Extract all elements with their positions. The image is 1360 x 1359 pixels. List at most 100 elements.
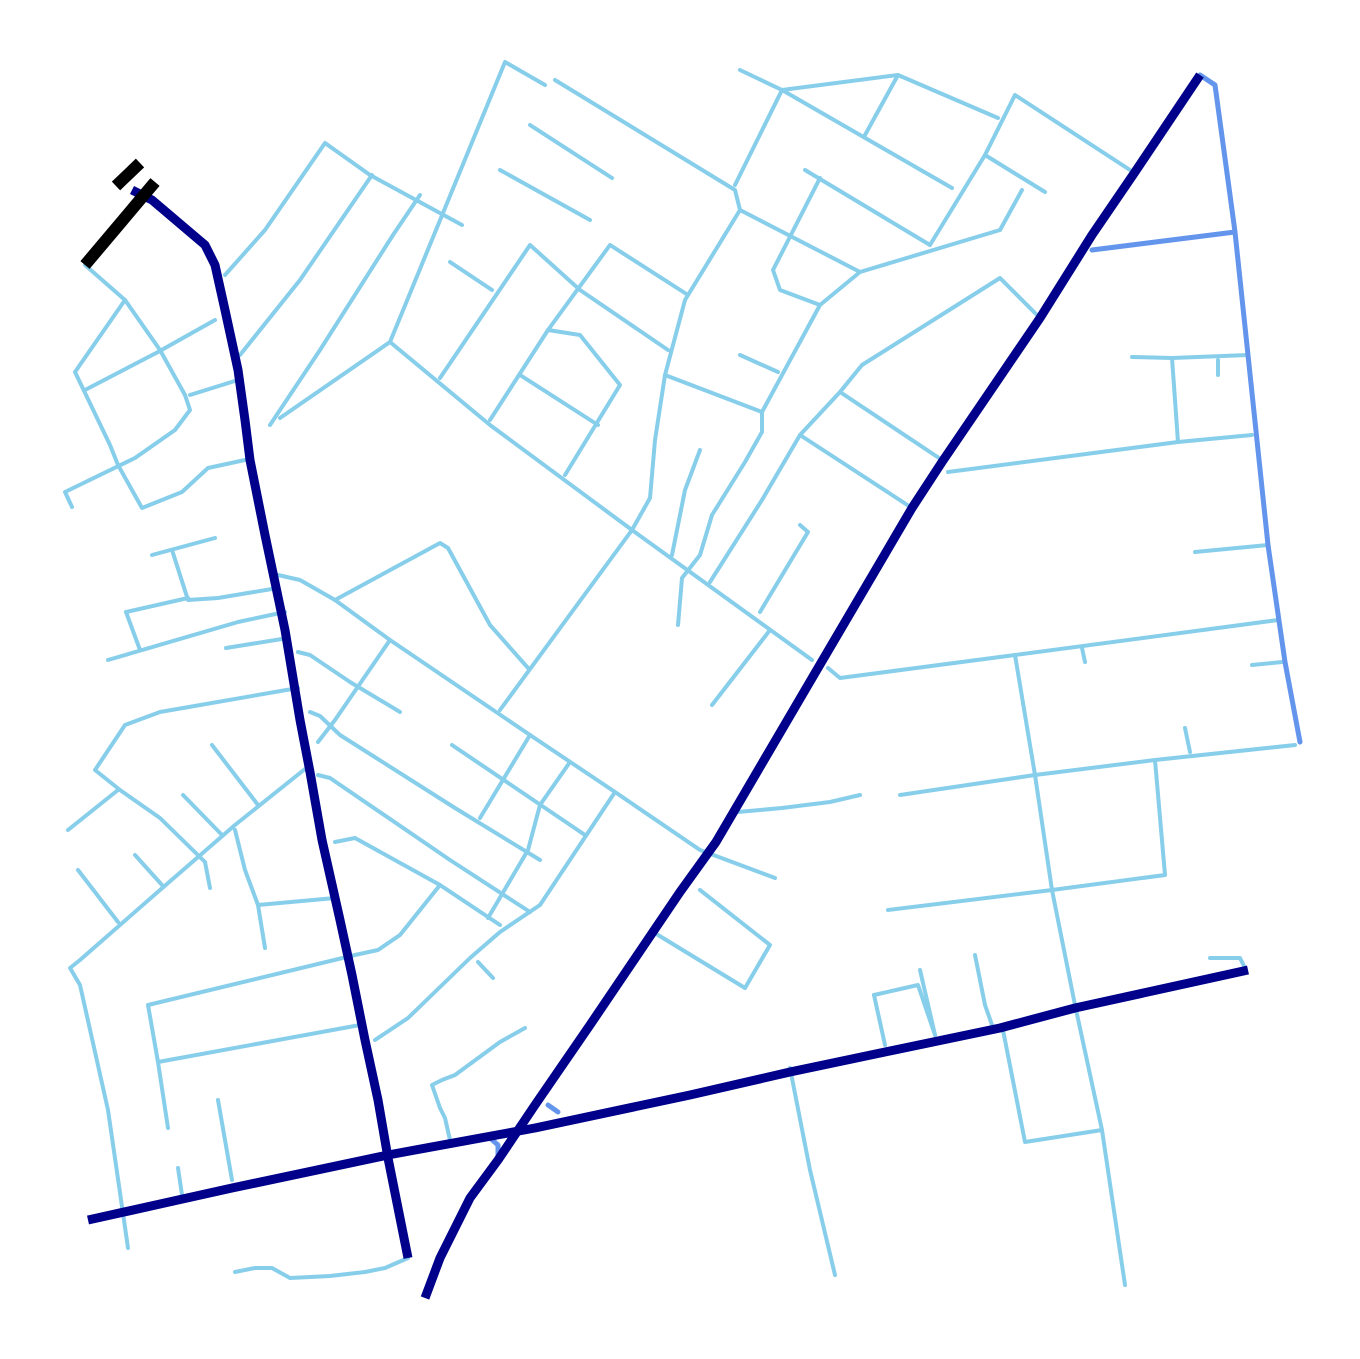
minor-road	[676, 270, 862, 627]
minor-road	[733, 88, 784, 187]
minor-road	[156, 1023, 362, 1064]
minor-road	[1000, 1023, 1104, 1144]
minor-road	[124, 596, 190, 614]
minor-road	[738, 353, 780, 374]
minor-road	[1208, 956, 1247, 970]
minor-road	[170, 548, 280, 602]
minor-road	[188, 378, 240, 397]
minor-road	[710, 628, 772, 707]
minor-road	[918, 968, 937, 1037]
minor-road	[316, 638, 392, 744]
minor-road	[898, 743, 1297, 797]
minor-road	[872, 993, 887, 1047]
major-road	[420, 72, 1204, 1300]
minor-road	[146, 883, 442, 1130]
minor-road	[106, 610, 287, 662]
minor-road	[546, 328, 622, 477]
minor-road	[656, 888, 772, 990]
minor-road	[448, 260, 494, 292]
minor-road	[333, 541, 530, 670]
major-roads	[87, 72, 1249, 1300]
minor-road	[736, 793, 862, 814]
major-road	[87, 965, 1249, 1225]
minor-road	[973, 953, 994, 1027]
minor-road	[758, 523, 810, 614]
minor-road	[670, 448, 702, 557]
minor-road	[233, 1256, 410, 1280]
minor-road	[738, 68, 1000, 120]
minor-road	[430, 1026, 527, 1142]
minor-road	[210, 743, 260, 807]
minor-road	[803, 168, 932, 247]
minor-road	[1193, 543, 1270, 554]
minor-road	[73, 298, 247, 510]
minor-road	[76, 868, 120, 924]
minor-road	[498, 528, 634, 712]
minor-road	[498, 168, 592, 222]
minor-road	[388, 60, 547, 344]
minor-road	[788, 1066, 837, 1277]
minor-road	[181, 793, 224, 837]
minor-road	[528, 123, 614, 180]
minor-road	[268, 193, 422, 427]
minor-road	[1250, 660, 1284, 667]
minor-road	[308, 710, 542, 862]
minor-road	[983, 153, 1047, 194]
minor-road	[863, 73, 900, 137]
minor-road	[150, 536, 217, 557]
minor-road	[276, 573, 777, 880]
minor-road	[738, 188, 1024, 274]
minor-road	[486, 760, 572, 920]
secondary-road	[1089, 229, 1238, 253]
secondary-roads	[487, 72, 1303, 1163]
minor-road	[216, 1098, 234, 1182]
minor-road	[124, 610, 142, 652]
black-road	[80, 178, 160, 269]
minor-road	[946, 433, 1254, 474]
minor-road	[798, 433, 914, 510]
minor-road	[886, 758, 1167, 912]
black-roads	[80, 158, 160, 269]
minor-road	[826, 618, 1280, 680]
minor-road	[333, 836, 502, 927]
minor-road	[450, 743, 587, 837]
secondary-road	[1197, 72, 1303, 745]
minor-road	[838, 390, 944, 462]
minor-road	[476, 960, 495, 980]
minor-road	[223, 141, 464, 277]
minor-road	[553, 78, 742, 532]
minor-road	[256, 896, 337, 907]
minor-road	[83, 318, 217, 392]
minor-road	[478, 733, 532, 820]
minor-road	[1080, 646, 1087, 664]
minor-road	[238, 173, 374, 357]
minor-road	[1183, 726, 1192, 754]
minor-road	[224, 636, 290, 650]
minor-road	[296, 650, 402, 714]
minor-road	[63, 393, 192, 509]
major-road	[129, 185, 413, 1259]
minor-roads	[63, 60, 1297, 1287]
minor-road	[66, 788, 120, 832]
minor-road	[1013, 653, 1127, 1287]
secondary-road	[545, 1102, 561, 1115]
minor-road	[1130, 353, 1250, 360]
minor-road	[708, 276, 1042, 584]
minor-road	[928, 93, 1132, 247]
minor-road	[83, 263, 187, 397]
minor-road	[1170, 356, 1180, 444]
black-road	[111, 158, 145, 191]
minor-road	[278, 340, 814, 662]
minor-road	[438, 243, 670, 380]
minor-road	[133, 853, 164, 887]
minor-road	[373, 790, 617, 1042]
minor-road	[233, 828, 267, 950]
minor-road	[663, 373, 764, 414]
minor-road	[488, 243, 690, 422]
minor-road	[93, 686, 300, 890]
minor-road	[771, 176, 822, 307]
minor-road	[176, 1166, 184, 1197]
minor-road	[518, 373, 600, 427]
minor-road	[780, 88, 954, 190]
